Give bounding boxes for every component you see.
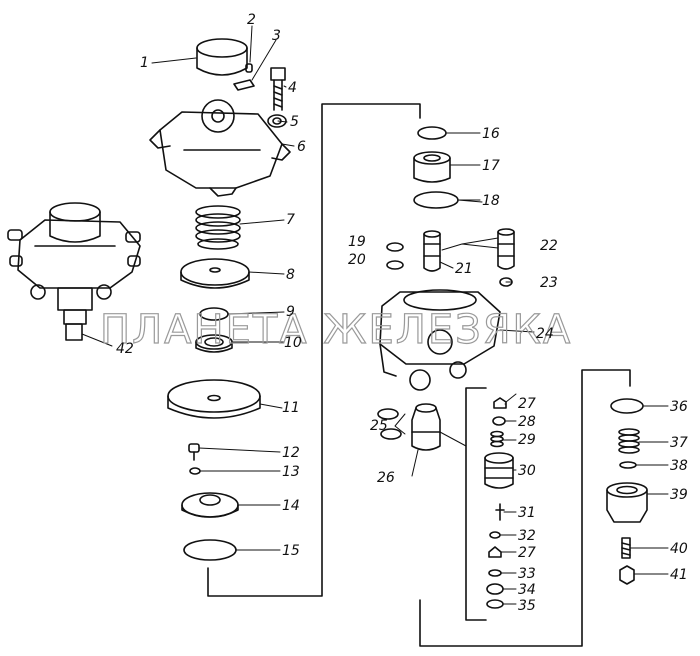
label-part-3: 3 [272, 28, 281, 44]
bracket-line-left-group [207, 103, 421, 597]
bracket-line-middle-group [465, 387, 487, 621]
watermark-text: ПЛАНЕТА ЖЕЛЕЗЯКА [100, 307, 572, 353]
label-part-11: 11 [282, 400, 300, 416]
part-24-valve-body [379, 289, 501, 391]
part-25-ring-pair [377, 408, 402, 440]
part-20-ring [386, 260, 404, 270]
label-part-32: 32 [518, 528, 536, 544]
label-part-36: 36 [670, 399, 688, 415]
part-40-screw [621, 537, 631, 559]
part-11-piston [167, 379, 261, 419]
part-32-washer [489, 531, 501, 539]
label-part-7: 7 [286, 212, 295, 228]
label-part-25: 25 [370, 418, 388, 434]
label-part-14: 14 [282, 498, 300, 514]
label-part-2: 2 [247, 12, 256, 28]
label-part-35: 35 [518, 598, 536, 614]
label-part-28: 28 [518, 414, 536, 430]
label-part-42: 42 [116, 341, 134, 357]
part-27-cap [493, 397, 507, 409]
part-3-plate [233, 79, 255, 91]
label-part-15: 15 [282, 543, 300, 559]
leader-lines [81, 25, 669, 605]
label-part-12: 12 [282, 445, 300, 461]
label-part-38: 38 [670, 458, 688, 474]
part-28-washer [492, 416, 506, 426]
part-12-screw [188, 443, 200, 461]
part-13-washer [189, 467, 201, 475]
label-part-22: 22 [540, 238, 558, 254]
label-part-31: 31 [518, 505, 536, 521]
label-part-6: 6 [297, 139, 306, 155]
label-part-39: 39 [670, 487, 688, 503]
part-38-washer [619, 461, 637, 469]
part-37-spring [618, 428, 640, 454]
part-35-clip [486, 599, 504, 609]
part-18-ring [413, 191, 459, 209]
part-5-washer [267, 114, 287, 128]
part-30-cylinder [484, 452, 514, 489]
label-part-20: 20 [348, 252, 366, 268]
bracket-line-right-group [419, 369, 631, 647]
part-39-valve-seat [606, 482, 648, 523]
label-part-1: 1 [140, 55, 149, 71]
part-29-spring [490, 430, 504, 448]
label-part-37: 37 [670, 435, 688, 451]
label-part-27: 27 [518, 396, 536, 412]
part-8-diaphragm [180, 258, 250, 289]
label-part-23: 23 [540, 275, 558, 291]
part-6-housing-cover [149, 99, 291, 197]
label-part-34: 34 [518, 582, 536, 598]
part-34-disc [486, 583, 504, 595]
label-part-18: 18 [482, 193, 500, 209]
part-21-valve-stem [423, 230, 441, 272]
part-2-pin [245, 63, 253, 73]
label-part-33: 33 [518, 566, 536, 582]
label-part-17: 17 [482, 158, 500, 174]
part-number-labels: 1 2 3 4 5 6 7 8 9 10 11 12 13 14 15 16 1… [116, 12, 688, 614]
label-part-27b: 27 [518, 545, 536, 561]
label-part-13: 13 [282, 464, 300, 480]
label-part-4: 4 [288, 80, 297, 96]
part-31-pin [495, 503, 505, 521]
label-part-24: 24 [536, 326, 554, 342]
part-22-valve-stem [497, 228, 515, 270]
label-part-30: 30 [518, 463, 536, 479]
part-27b-cap [488, 546, 502, 558]
label-part-41: 41 [670, 567, 688, 583]
part-17-bushing [413, 151, 451, 183]
label-part-19: 19 [348, 234, 366, 250]
label-part-26: 26 [377, 470, 395, 486]
label-part-21: 21 [455, 261, 473, 277]
part-7-spring [195, 205, 241, 250]
label-part-10: 10 [284, 335, 302, 351]
part-14-flange [181, 492, 239, 518]
label-part-5: 5 [290, 114, 299, 130]
part-4-bolt [270, 67, 286, 111]
label-part-16: 16 [482, 126, 500, 142]
assembled-valve-42 [7, 202, 141, 341]
part-36-ring [610, 398, 644, 414]
label-part-29: 29 [518, 432, 536, 448]
part-15-o-ring [183, 539, 237, 561]
part-16-ring [417, 126, 447, 140]
part-41-nut [619, 565, 635, 585]
part-33-ring [488, 569, 502, 577]
label-part-40: 40 [670, 541, 688, 557]
part-1-cap [196, 38, 248, 76]
label-part-8: 8 [286, 267, 295, 283]
part-26-plunger [411, 403, 441, 451]
label-part-9: 9 [286, 304, 295, 320]
part-19-ring [386, 242, 404, 252]
